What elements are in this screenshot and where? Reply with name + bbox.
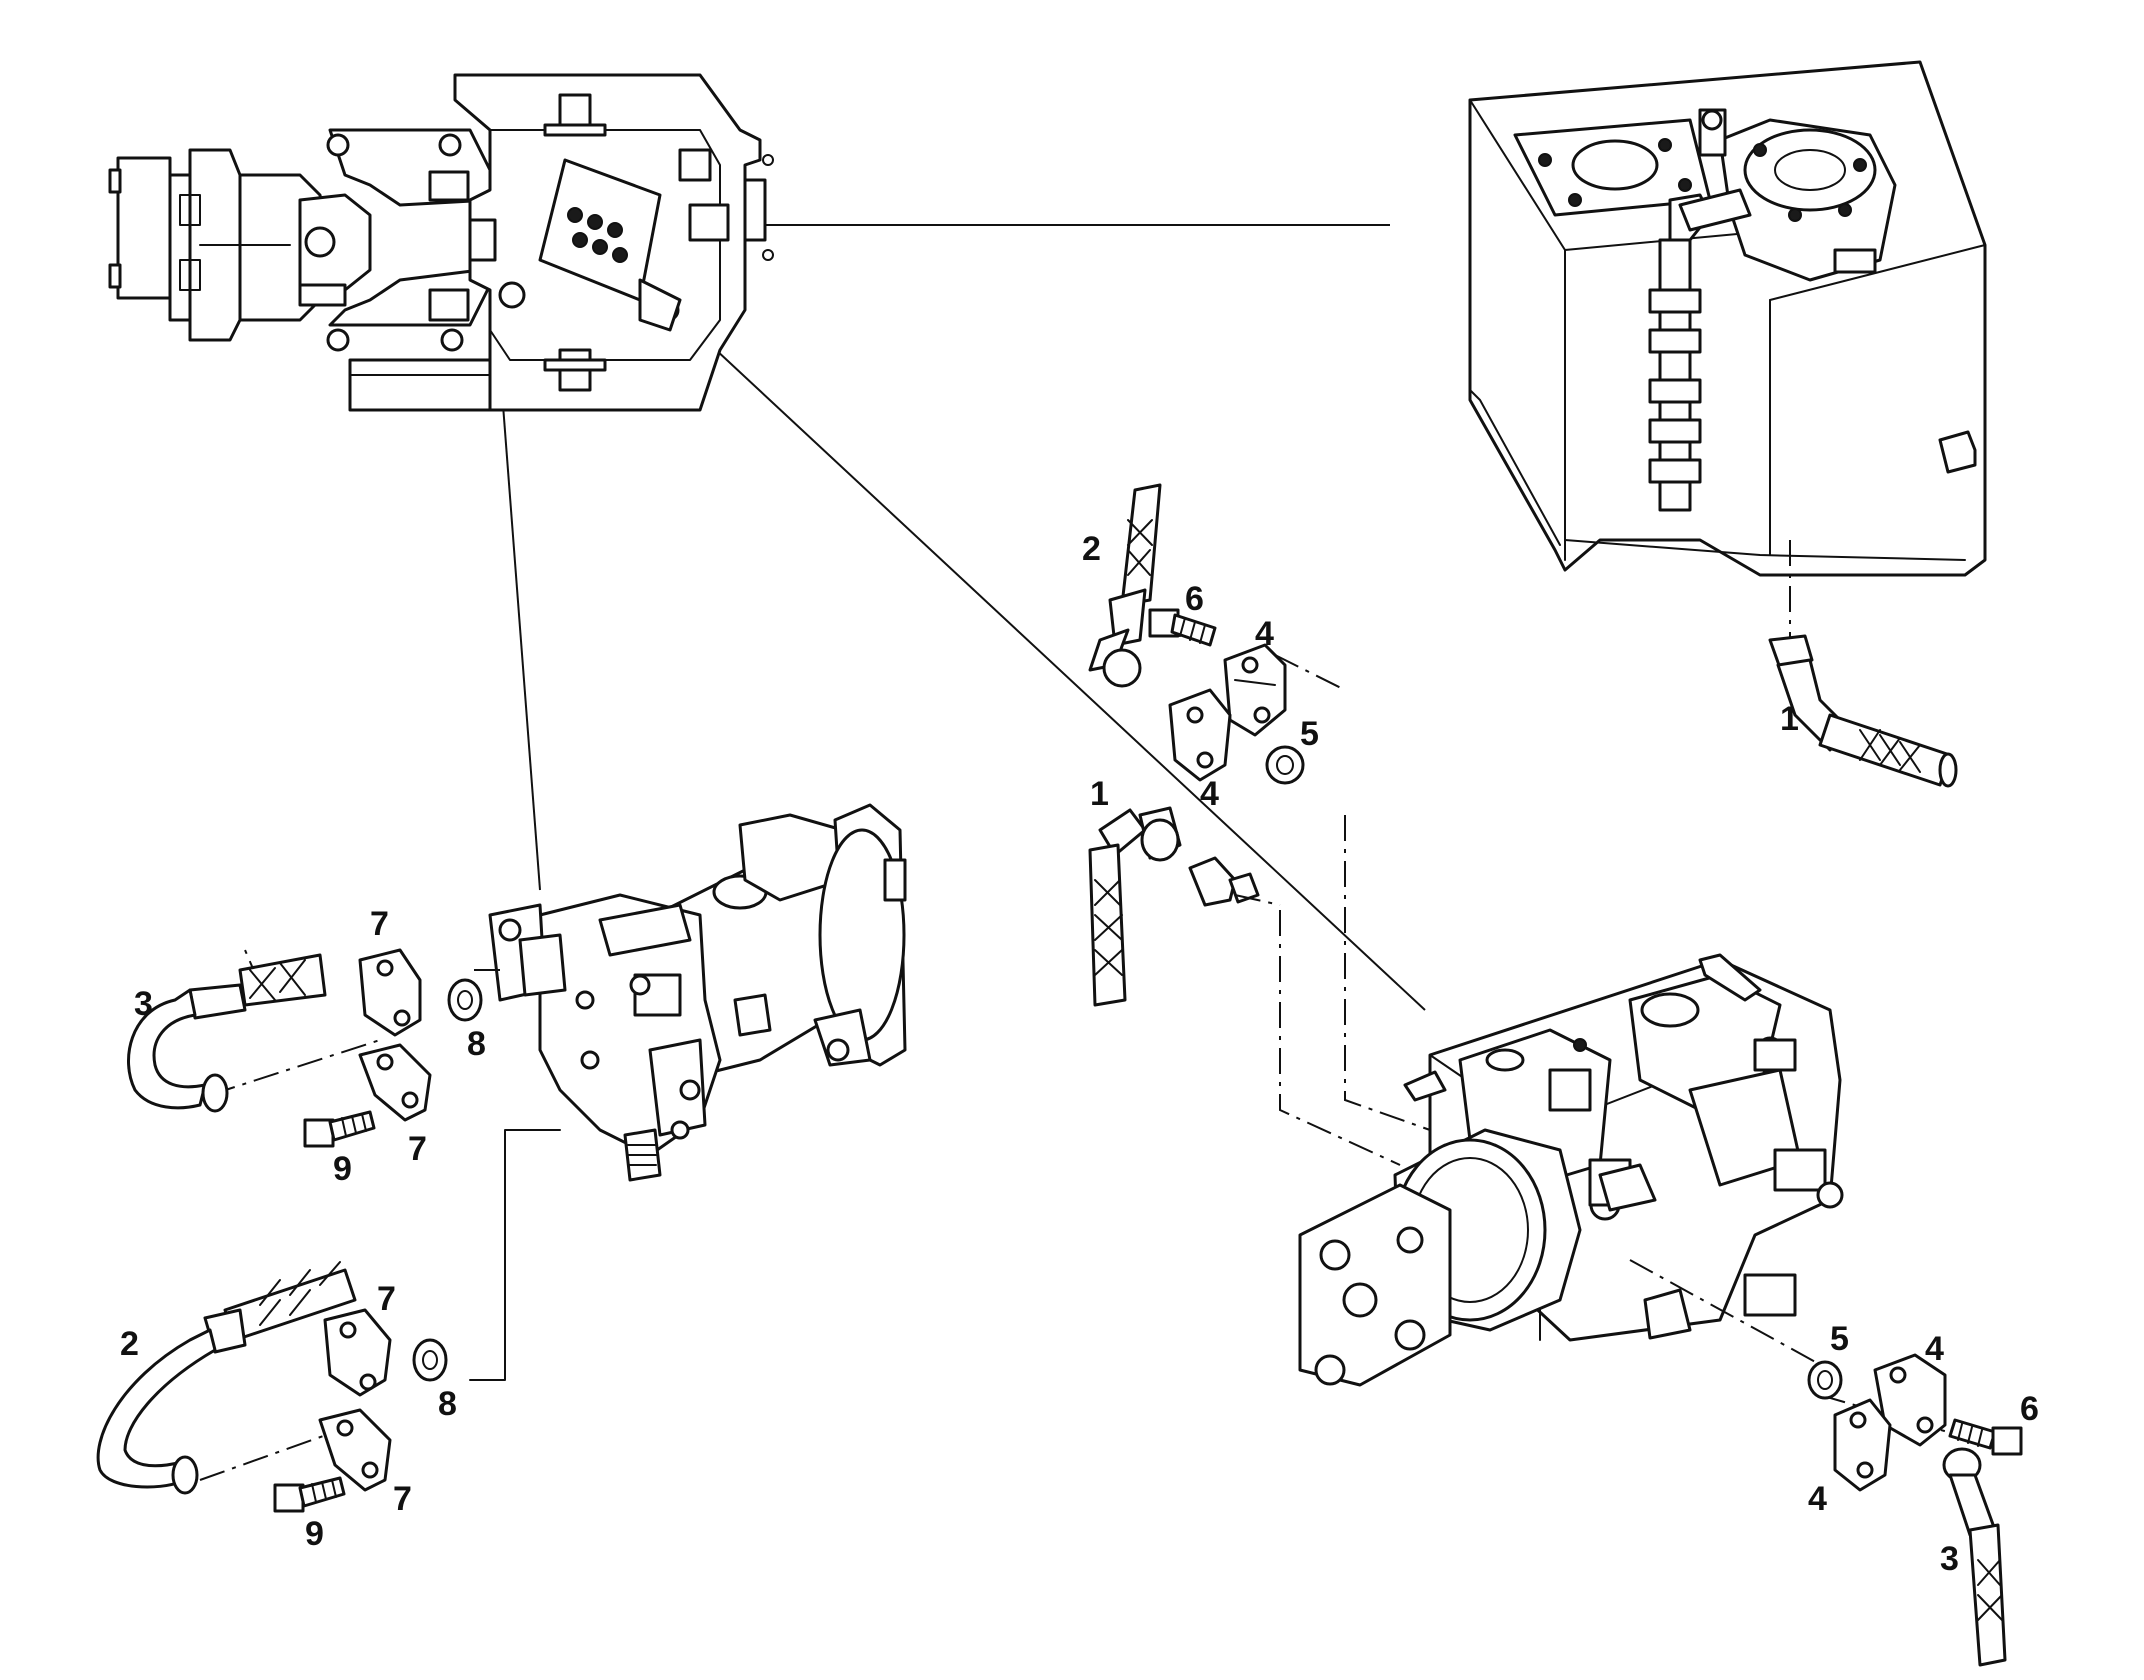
fitting-axis (1234, 894, 1281, 906)
machine-lower-box (348, 358, 492, 412)
bolt-9-upper (303, 1110, 376, 1148)
callout-5-upper: 5 (1300, 715, 1319, 753)
hydraulic-tank (1468, 60, 1987, 577)
callout-9-lower: 9 (305, 1515, 324, 1553)
callout-2-upper-hose: 2 (1082, 530, 1101, 568)
left-pump-assembly (488, 803, 907, 1182)
left-pump-axes (199, 949, 561, 1481)
callout-7-upper-b: 7 (408, 1130, 427, 1168)
callout-2-lower-hose: 2 (120, 1325, 139, 1363)
callouts: 1 1 2 2 3 3 4 4 4 4 5 5 6 6 7 7 7 7 8 8 … (120, 530, 2039, 1578)
callout-4-upper-a: 4 (1255, 615, 1274, 653)
callout-3-lower-hose: 3 (1940, 1540, 1959, 1578)
tank-drain-plug (1938, 430, 1977, 474)
callout-7-lower-b: 7 (393, 1480, 412, 1518)
o-ring-5-upper (1265, 745, 1305, 785)
callout-7-lower-a: 7 (377, 1280, 396, 1318)
valve-spools (567, 207, 628, 263)
callout-1-tank-hose: 1 (1780, 700, 1799, 738)
callout-9-upper: 9 (333, 1150, 352, 1188)
callout-8-upper: 8 (467, 1025, 486, 1063)
hose-3-upper-left (127, 953, 327, 1113)
flange-7-lower-a (323, 1308, 392, 1397)
right-pump-front-cover (1298, 1183, 1452, 1387)
flange-7-lower-b (318, 1408, 392, 1492)
callout-1-upper-hose: 1 (1090, 775, 1109, 813)
machine-top-view (108, 73, 774, 412)
flange-half-4-lower-a (1873, 1353, 1947, 1447)
o-ring-5-lower (1807, 1360, 1843, 1400)
callout-6-upper: 6 (1185, 580, 1204, 618)
flange-half-4-lower-b (1833, 1398, 1892, 1492)
tank-pipe (1648, 188, 1752, 512)
flange-half-4-upper-a (1223, 643, 1287, 737)
hose-1-tank (1768, 634, 1958, 788)
callout-5-lower: 5 (1830, 1320, 1849, 1358)
callout-7-upper-a: 7 (370, 905, 389, 943)
machine-left-plate (116, 156, 172, 300)
flange-7-upper-b (358, 1043, 432, 1122)
hose-2-lower-left (96, 1261, 357, 1495)
callout-6-lower: 6 (2020, 1390, 2039, 1428)
flange-7-upper-a (358, 948, 422, 1037)
callout-4-upper-b: 4 (1200, 775, 1219, 813)
o-ring-8-upper (447, 978, 483, 1022)
filter-head (1698, 108, 1897, 282)
bolt-9-lower (273, 1476, 346, 1513)
flange-half-4-upper-b (1168, 688, 1232, 782)
bolt-6-lower (1948, 1418, 2023, 1456)
hose-1-upper-right (1088, 806, 1182, 1007)
callout-4-lower-b: 4 (1808, 1480, 1827, 1518)
o-ring-8-lower (412, 1338, 448, 1382)
hose-2-upper-right (1088, 483, 1162, 688)
callout-8-lower: 8 (438, 1385, 457, 1423)
right-pump-assembly (1298, 953, 1844, 1387)
callout-4-lower-a: 4 (1925, 1330, 1944, 1368)
hose-3-lower-right (1942, 1447, 2007, 1667)
right-pump-solenoid (1773, 1148, 1827, 1192)
bolt-6-upper (1148, 608, 1217, 647)
leader-to-right-pump (699, 334, 1426, 1011)
callout-3-upper-hose: 3 (134, 985, 153, 1023)
